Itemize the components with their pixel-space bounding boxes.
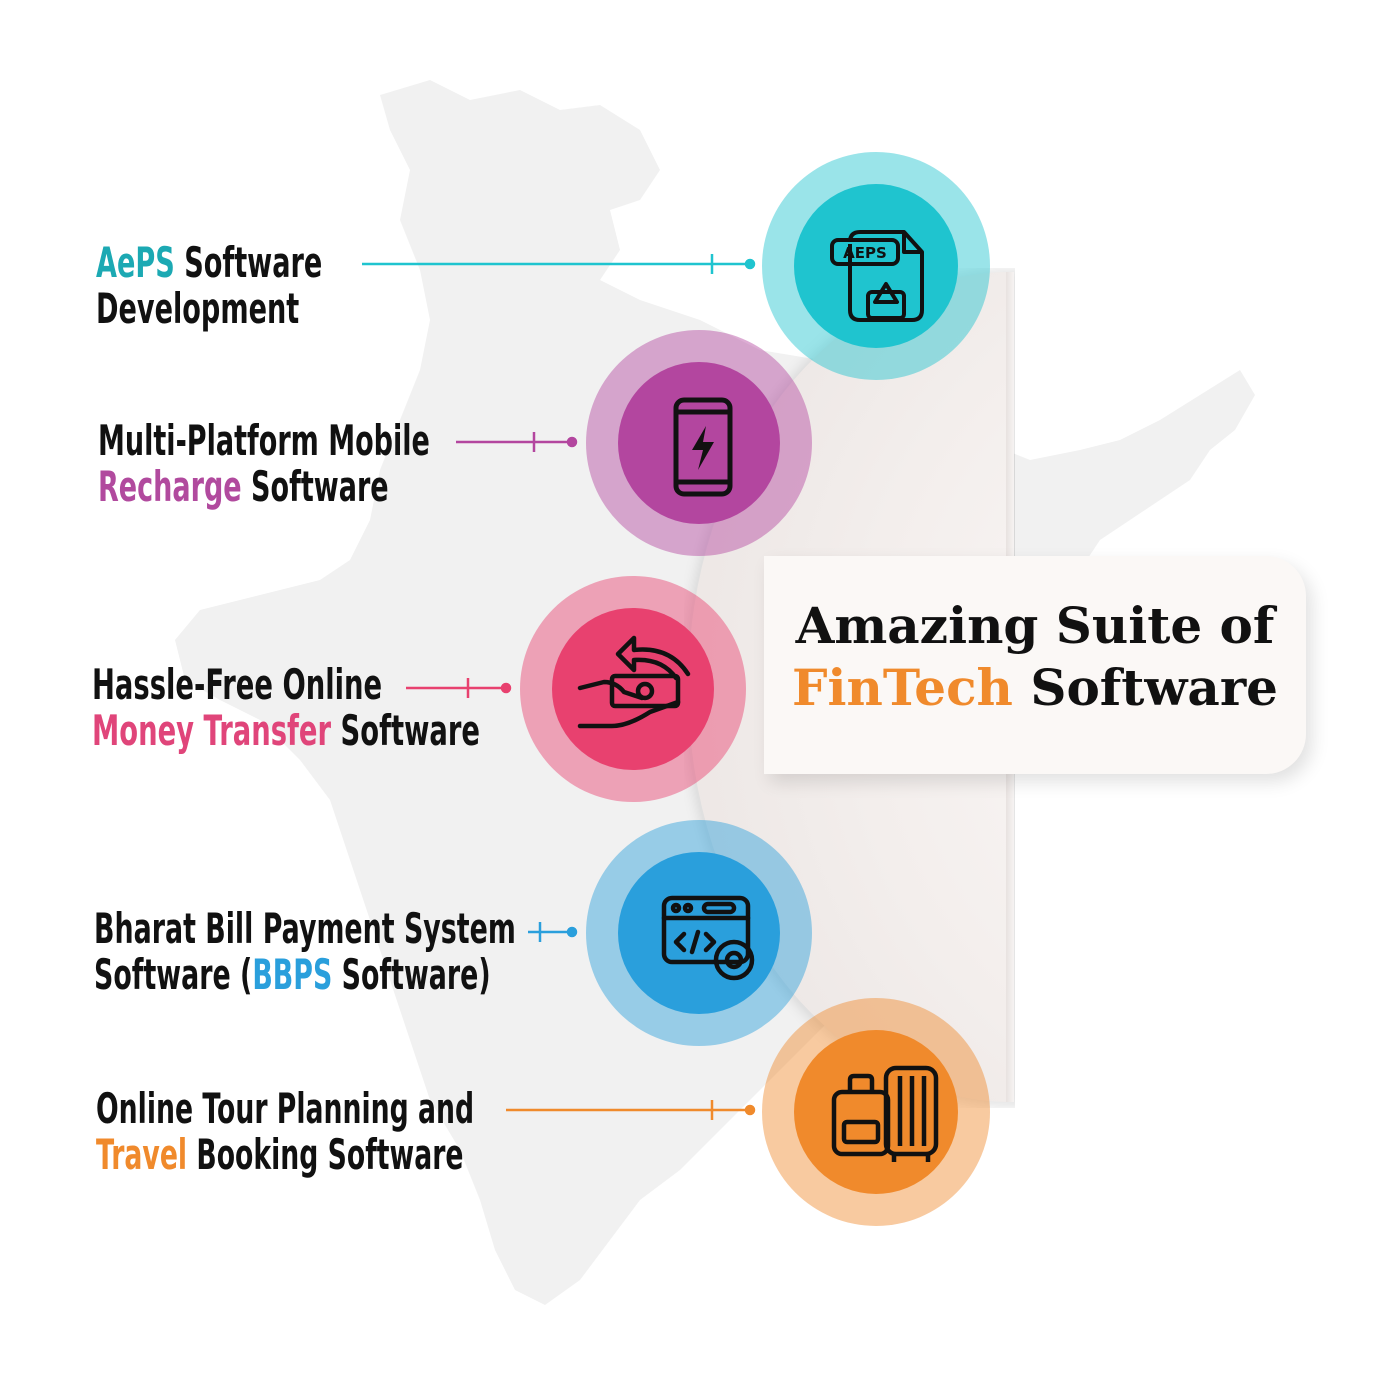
connector-money-transfer: [406, 678, 512, 698]
label-money-transfer-line-2: Money Transfer Software: [92, 708, 480, 754]
label-bbps-line-2: Software (BBPS Software): [94, 952, 516, 998]
label-bbps-text-2: Software (: [94, 950, 253, 999]
label-aeps-text-2: Development: [96, 284, 300, 333]
label-bbps-text-1: Bharat Bill Payment System: [94, 904, 516, 953]
label-bbps-text-3: Software): [332, 950, 491, 999]
label-bbps: Bharat Bill Payment System Software (BBP…: [94, 906, 516, 998]
label-recharge: Multi-Platform Mobile Recharge Software: [98, 418, 430, 510]
label-money-transfer-text-1: Hassle-Free Online: [92, 660, 383, 709]
label-bbps-accent: BBPS: [252, 950, 333, 999]
connector-recharge: [456, 432, 578, 452]
label-aeps-accent: AePS: [96, 238, 175, 287]
label-aeps-line-2: Development: [96, 286, 322, 332]
label-aeps-text-1: Software: [174, 238, 323, 287]
title-line-2: FinTech Software: [764, 658, 1306, 717]
title-text-1: Amazing Suite of: [795, 596, 1275, 655]
connector-bbps: [528, 922, 578, 942]
label-travel-accent: Travel: [96, 1130, 188, 1179]
bbps-circle: [586, 820, 812, 1046]
label-money-transfer-text-2: Software: [330, 706, 480, 755]
title-text-2: Software: [1012, 658, 1278, 717]
label-money-transfer-accent: Money Transfer: [92, 706, 331, 755]
label-recharge-accent: Recharge: [98, 462, 242, 511]
label-aeps: AePS Software Development: [96, 240, 322, 332]
title-accent: FinTech: [791, 658, 1013, 717]
label-recharge-text-1: Multi-Platform Mobile: [98, 416, 430, 465]
connector-travel: [506, 1100, 756, 1120]
label-bbps-line-1: Bharat Bill Payment System: [94, 906, 516, 952]
connector-aeps: [362, 254, 756, 274]
aeps-document-icon: AEPS: [830, 230, 924, 322]
money-transfer-icon: [577, 635, 691, 729]
label-recharge-line-1: Multi-Platform Mobile: [98, 418, 430, 464]
label-money-transfer: Hassle-Free Online Money Transfer Softwa…: [92, 662, 480, 754]
label-travel-line-1: Online Tour Planning and: [96, 1086, 474, 1132]
travel-luggage-icon: [831, 1065, 939, 1162]
label-travel-text-1: Online Tour Planning and: [96, 1084, 475, 1133]
label-recharge-line-2: Recharge Software: [98, 464, 430, 510]
label-travel: Online Tour Planning and Travel Booking …: [96, 1086, 474, 1178]
label-travel-line-2: Travel Booking Software: [96, 1132, 474, 1178]
label-aeps-line-1: AePS Software: [96, 240, 322, 286]
label-money-transfer-line-1: Hassle-Free Online: [92, 662, 480, 708]
travel-circle: [762, 998, 990, 1226]
code-settings-icon: [661, 895, 755, 981]
aeps-circle: AEPS: [762, 152, 990, 380]
title-line-1: Amazing Suite of: [764, 596, 1306, 655]
label-recharge-text-2: Software: [241, 462, 389, 511]
money-transfer-circle: [520, 576, 746, 802]
recharge-circle: [586, 330, 812, 556]
title-card: Amazing Suite of FinTech Software: [764, 556, 1306, 774]
mobile-recharge-icon: [673, 397, 733, 497]
aeps-icon-label: AEPS: [843, 244, 887, 262]
label-travel-text-2: Booking Software: [187, 1130, 464, 1179]
